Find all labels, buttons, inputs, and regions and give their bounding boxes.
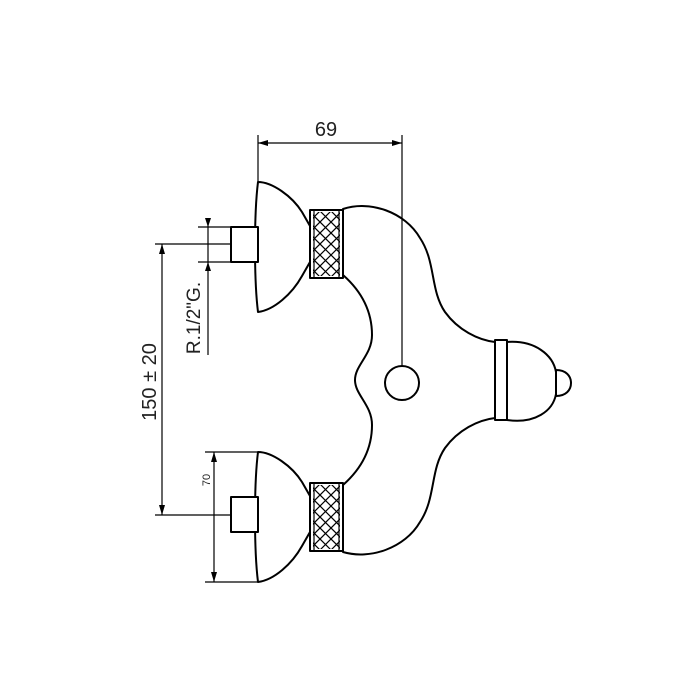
lattice-line bbox=[313, 212, 340, 241]
bottom-flange bbox=[254, 451, 311, 583]
dim-69-arrow-right bbox=[392, 140, 402, 146]
center-spindle-circle bbox=[384, 365, 420, 401]
dim-150-arrow-top bbox=[159, 244, 165, 254]
dim-150-arrow-bottom bbox=[159, 505, 165, 515]
lattice-line bbox=[320, 529, 340, 549]
top-inlet-pipe bbox=[230, 226, 259, 263]
dim-69-arrow-left bbox=[258, 140, 268, 146]
lattice-line bbox=[313, 212, 331, 230]
lattice-line bbox=[313, 487, 340, 516]
lattice-line bbox=[320, 256, 340, 276]
lattice-line bbox=[313, 531, 331, 549]
right-collar bbox=[494, 339, 508, 421]
top-nut-lattice bbox=[313, 210, 340, 278]
bottom-nut-lattice bbox=[313, 483, 340, 551]
lattice-line bbox=[313, 258, 331, 276]
lattice-line bbox=[313, 485, 331, 503]
dim-150-label: 150 ± 20 bbox=[139, 343, 161, 421]
dim-69-label: 69 bbox=[315, 119, 337, 141]
lattice-line bbox=[313, 485, 340, 514]
lattice-line bbox=[313, 247, 340, 276]
lattice-pattern bbox=[313, 485, 340, 549]
lattice-line bbox=[313, 234, 340, 263]
lattice-line bbox=[313, 496, 340, 525]
dim-70-label: 70 bbox=[201, 474, 213, 486]
right-cap bbox=[506, 340, 557, 422]
thread-label: R.1/2"G. bbox=[184, 282, 205, 354]
lattice-line bbox=[313, 214, 340, 243]
lattice-line bbox=[313, 518, 340, 547]
dim-70-arrow-bottom bbox=[211, 572, 217, 582]
bottom-nut bbox=[309, 482, 344, 552]
top-flange bbox=[254, 181, 311, 313]
lattice-line bbox=[313, 520, 340, 549]
right-knob bbox=[555, 369, 572, 397]
lattice-line bbox=[313, 223, 340, 252]
bottom-inlet-pipe bbox=[230, 496, 259, 533]
lattice-line bbox=[313, 245, 340, 274]
dim-70-arrow-top bbox=[211, 452, 217, 462]
lattice-line bbox=[320, 212, 340, 232]
top-nut bbox=[309, 209, 344, 279]
lattice-line bbox=[320, 485, 340, 505]
lattice-pattern bbox=[313, 212, 340, 276]
thread-arrow-bottom bbox=[205, 262, 211, 271]
thread-arrow-top bbox=[205, 218, 211, 227]
lattice-line bbox=[313, 507, 340, 536]
